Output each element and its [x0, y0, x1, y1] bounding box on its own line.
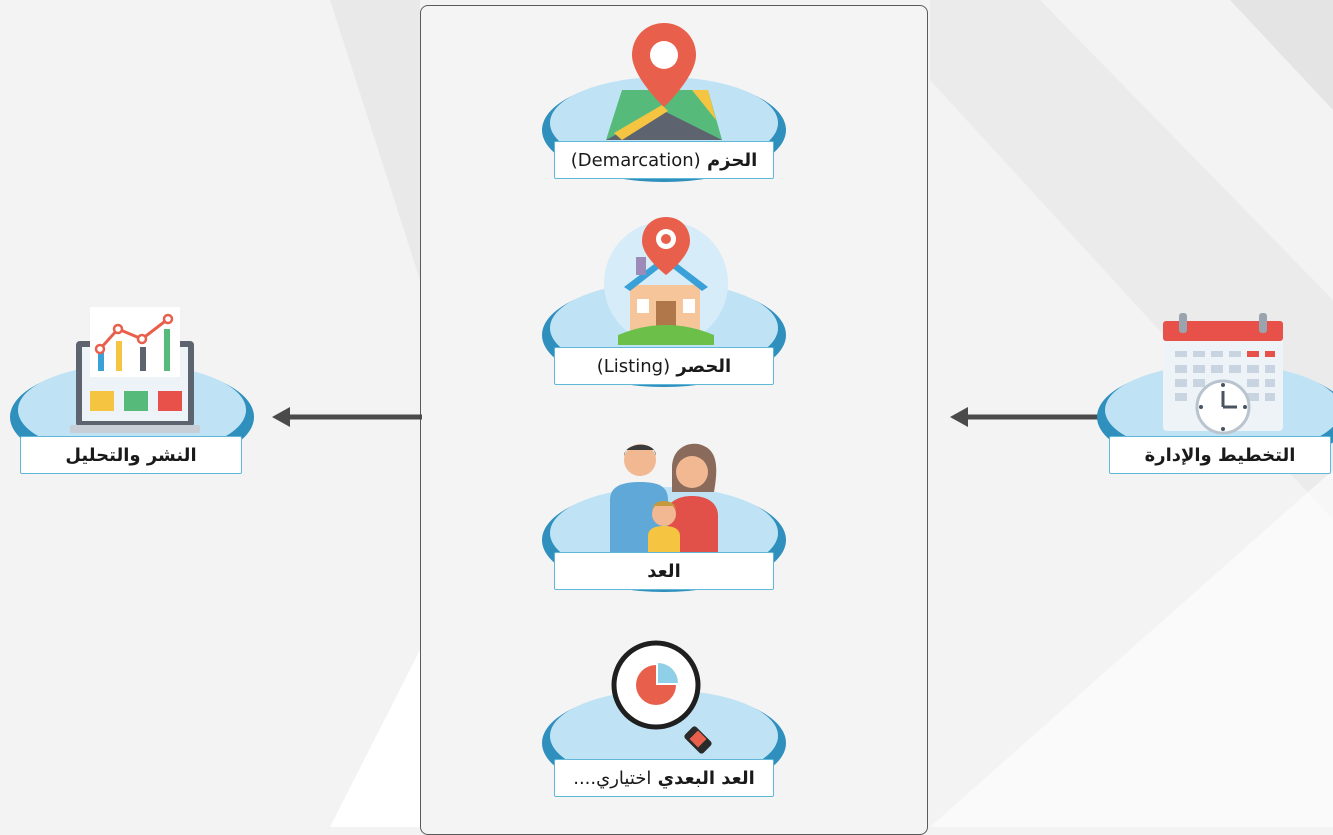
arrow-core-to-dissemination	[272, 407, 422, 427]
label-post-enumeration: ....اختياري العد البعدي	[554, 759, 774, 797]
label-enumeration-text: العد	[647, 560, 681, 582]
label-listing: (Listing) الحصر	[554, 347, 774, 385]
family-icon	[610, 443, 718, 552]
calendar-clock-icon	[1163, 313, 1283, 435]
stage-demarcation: (Demarcation) الحزم	[542, 15, 786, 190]
stage-dissemination: النشر والتحليل	[10, 305, 254, 480]
label-demarcation-ar: الحزم	[706, 149, 758, 171]
label-enumeration: العد	[554, 552, 774, 590]
label-post-enumeration-light: ....اختياري	[573, 767, 652, 789]
label-demarcation-en: (Demarcation)	[570, 149, 701, 171]
label-dissemination: النشر والتحليل	[20, 436, 242, 474]
magnifier-pie-icon	[611, 640, 712, 754]
stage-listing: (Listing) الحصر	[542, 215, 786, 390]
label-planning: التخطيط والإدارة	[1109, 436, 1331, 474]
label-planning-text: التخطيط والإدارة	[1144, 444, 1296, 466]
label-listing-en: (Listing)	[596, 355, 671, 377]
arrow-planning-to-core	[950, 407, 1100, 427]
stage-planning: التخطيط والإدارة	[1097, 305, 1333, 480]
stage-enumeration: العد	[542, 428, 786, 603]
label-post-enumeration-bold: العد البعدي	[657, 767, 755, 789]
laptop-chart-icon	[70, 307, 200, 433]
map-pin-icon	[606, 23, 722, 140]
label-demarcation: (Demarcation) الحزم	[554, 141, 774, 179]
label-dissemination-text: النشر والتحليل	[65, 444, 197, 466]
house-pin-icon	[604, 217, 728, 345]
stage-post-enumeration: ....اختياري العد البعدي	[542, 635, 786, 810]
label-listing-ar: الحصر	[676, 355, 732, 377]
